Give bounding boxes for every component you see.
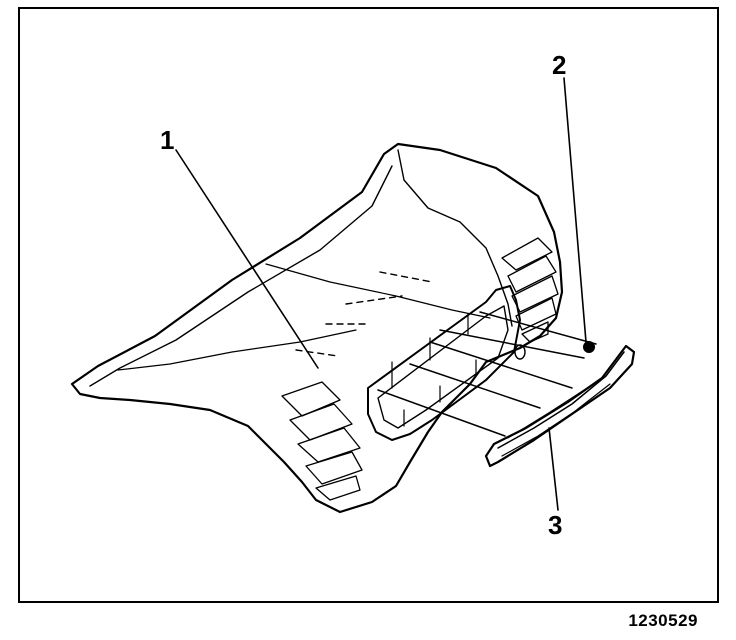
brake-lamp-lens	[497, 351, 625, 449]
installation-lines	[377, 311, 597, 437]
leader-2	[563, 77, 587, 343]
leader-3	[548, 427, 559, 511]
trunk-lid-outline	[70, 142, 564, 514]
lamp-recess-inner	[377, 305, 509, 429]
figure-reference-code: 1230529	[628, 611, 698, 630]
callout-3-label: 3	[548, 510, 563, 540]
lamp-recess	[367, 285, 521, 441]
trunk-lid-inner-contour	[89, 149, 513, 387]
brake-lamp-assembly	[484, 344, 636, 468]
leader-1	[175, 149, 319, 369]
callout-1-label: 1	[160, 125, 175, 155]
right-flange-ribs	[501, 237, 559, 343]
left-flange-ribs	[281, 381, 363, 501]
surface-marks	[295, 271, 433, 357]
trunk-lid-crease-2	[117, 329, 357, 371]
recess-grid	[391, 313, 477, 427]
lamp-fastener	[583, 341, 595, 353]
brake-lamp-body	[484, 344, 636, 468]
trunk-lid-crease	[265, 263, 491, 319]
figure-frame	[18, 7, 719, 603]
callout-2-label: 2	[552, 50, 567, 80]
